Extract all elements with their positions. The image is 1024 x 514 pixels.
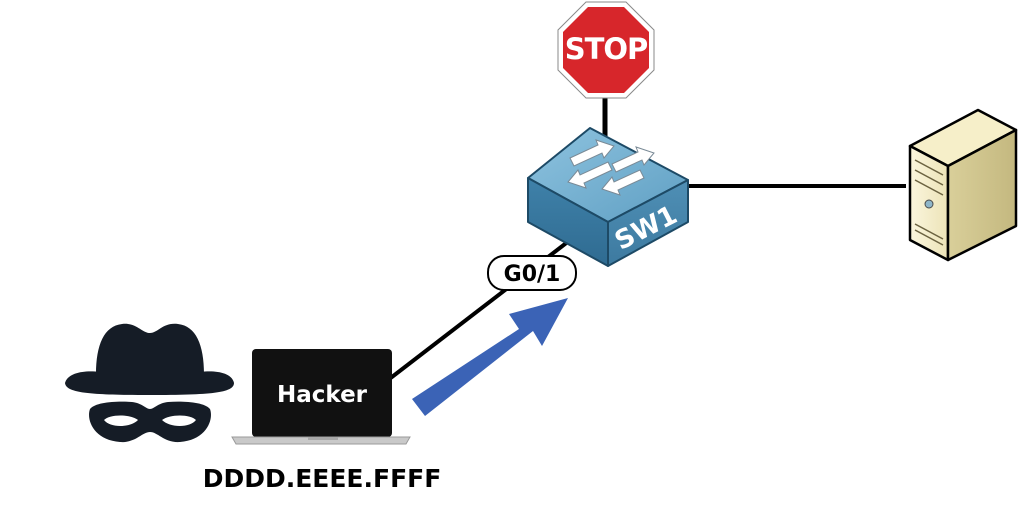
- stop-sign-face: [563, 7, 649, 93]
- switch-front-face: [607, 179, 689, 267]
- network-switch-icon: SW1: [527, 127, 689, 267]
- server-tower-icon: [908, 108, 1018, 262]
- interface-label: G0/1: [487, 255, 577, 291]
- laptop-screen: [252, 349, 392, 437]
- server-power-button: [924, 199, 934, 209]
- mask-eye-right: [162, 415, 196, 426]
- mask: [89, 401, 211, 443]
- interface-label-box: [487, 255, 577, 291]
- server-side: [946, 128, 1018, 262]
- stop-sign-icon: STOP: [557, 1, 655, 99]
- switch-arrows: [567, 139, 655, 196]
- mask-eye-left: [104, 415, 138, 426]
- hat-crown: [96, 323, 204, 374]
- traffic-arrow: [412, 298, 568, 416]
- hat-brim: [65, 371, 234, 395]
- laptop-base: [231, 436, 411, 445]
- laptop-base-notch: [308, 437, 338, 440]
- spy-hat-mask-icon: [65, 323, 234, 443]
- interface-label-text: G0/1: [504, 262, 561, 287]
- server-drive-bays: [914, 159, 944, 246]
- stop-sign-text: STOP: [565, 32, 648, 66]
- laptop-label: Hacker: [277, 382, 368, 408]
- laptop-icon: Hacker: [231, 349, 411, 445]
- attacker-mac-address: DDDD.EEEE.FFFF: [203, 464, 442, 493]
